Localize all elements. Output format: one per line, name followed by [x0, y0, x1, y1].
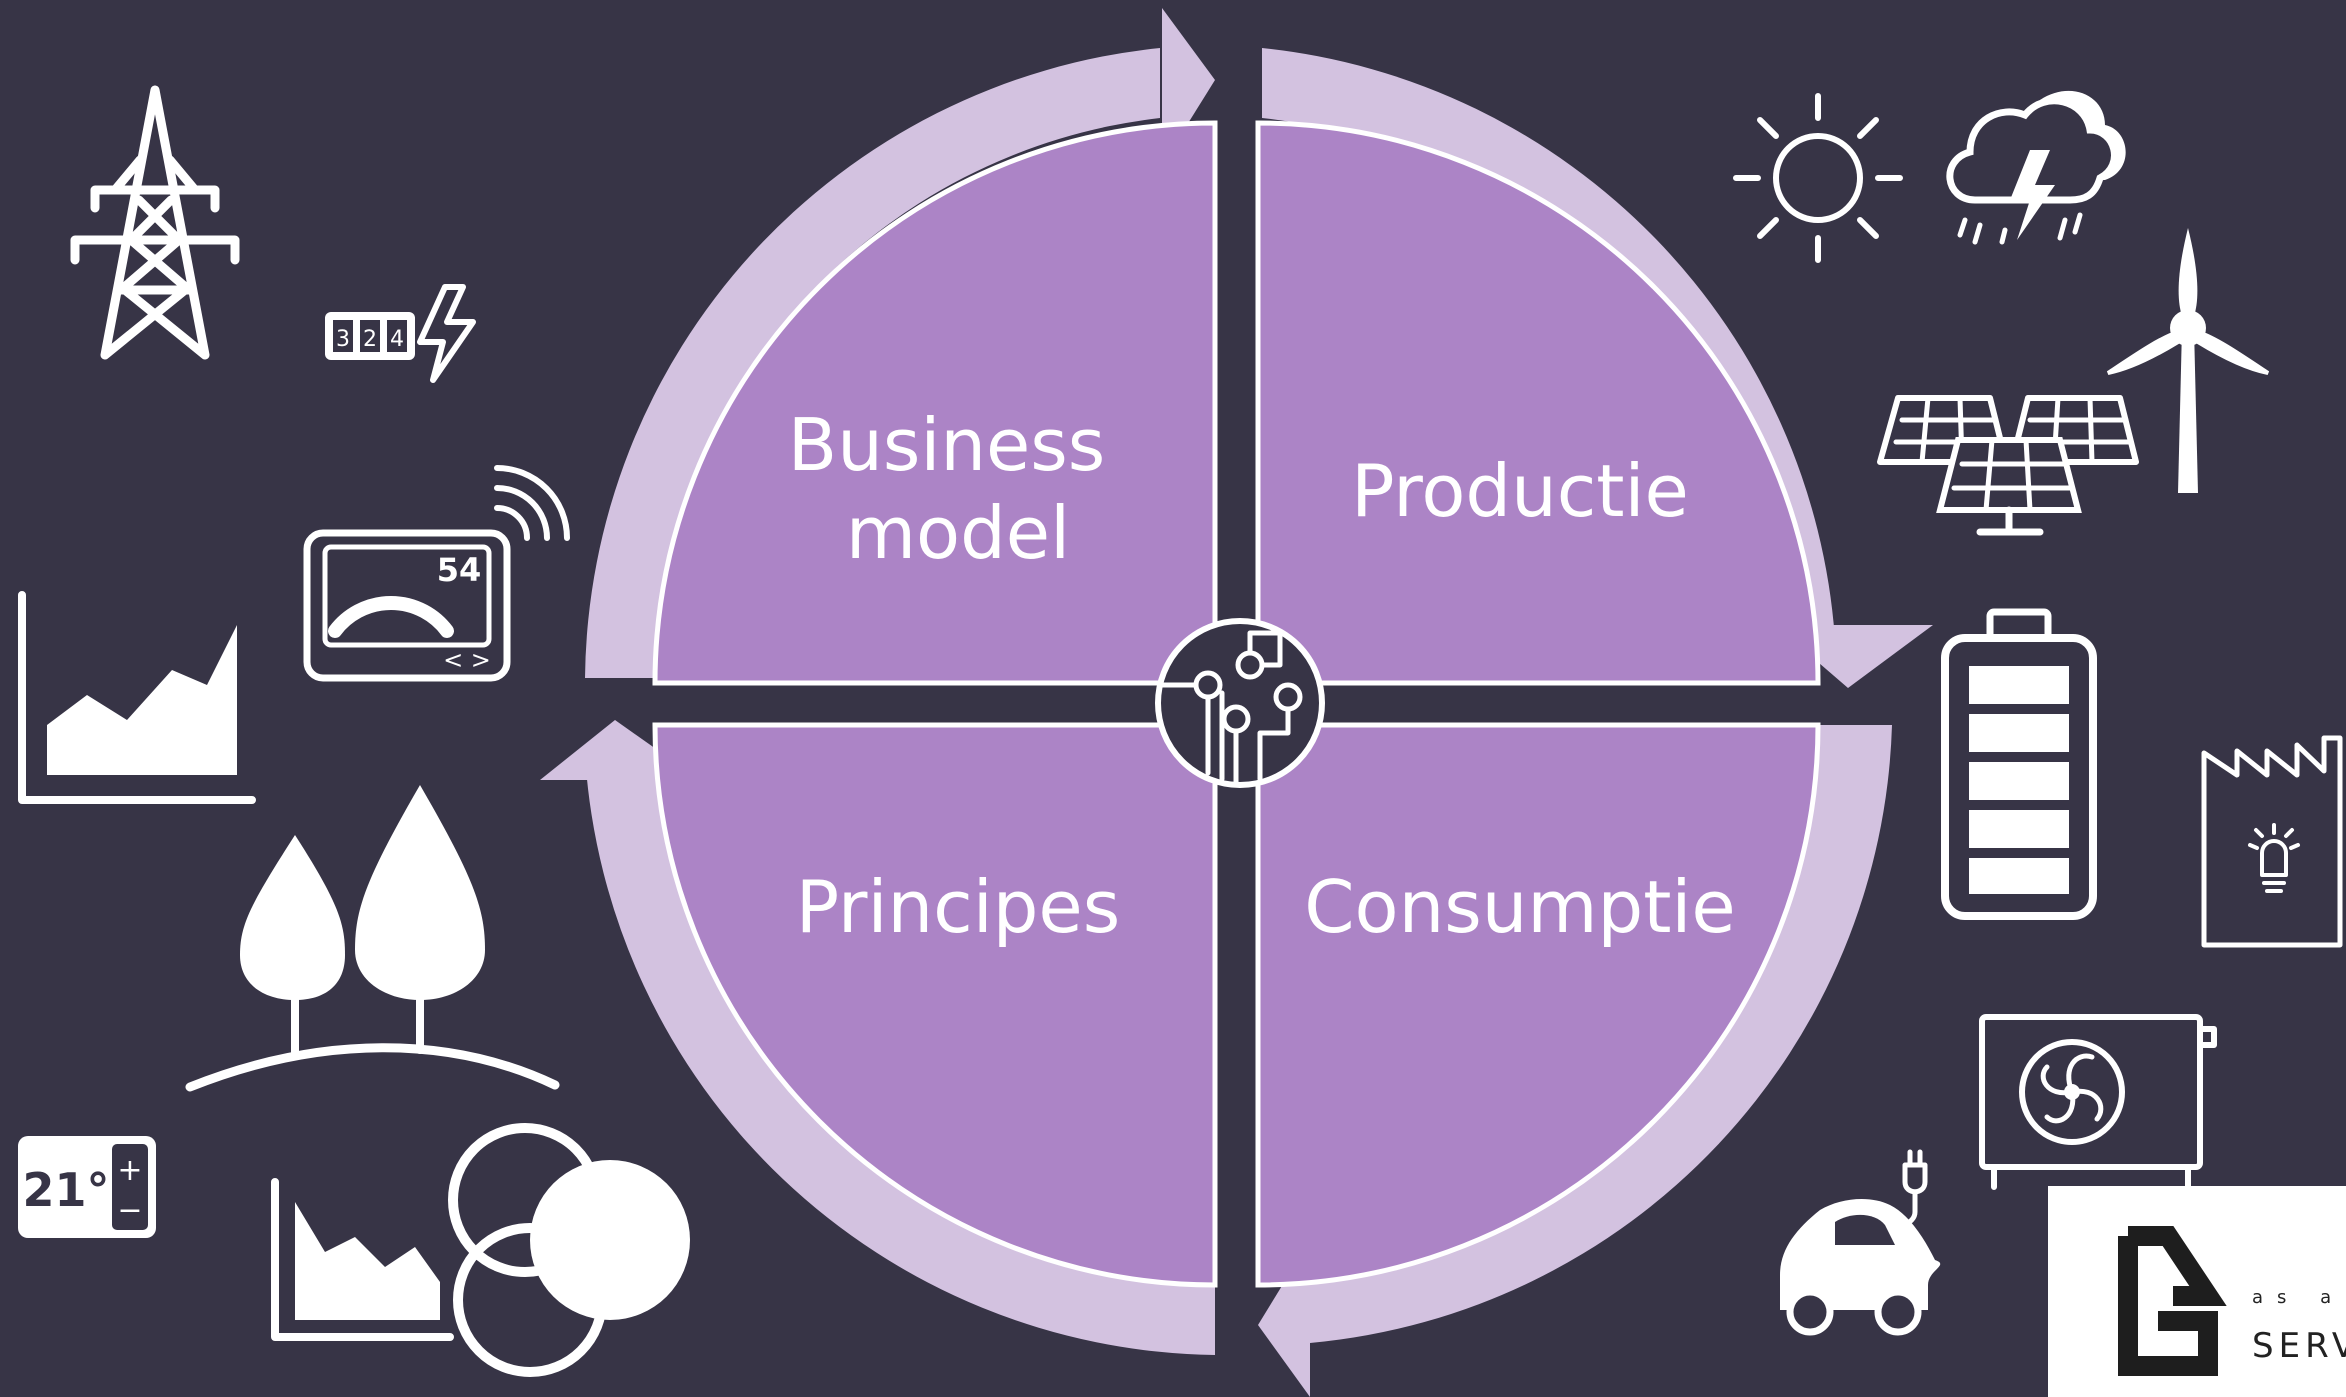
thermostat-plus: + [117, 1153, 142, 1188]
meter-digit-2: 2 [363, 327, 377, 352]
quadrant-consumptie [1255, 722, 1821, 1288]
electric-car-icon [1780, 1149, 1941, 1336]
meter-digit-1: 3 [336, 327, 350, 352]
emissions-chart-icon [271, 1178, 454, 1341]
thermostat-minus: − [117, 1193, 142, 1228]
thermostat-value: 21° [22, 1163, 109, 1217]
smart-meter-nav: < > [443, 646, 491, 674]
solar-panels-icon [1877, 395, 2139, 536]
heat-pump-icon [1979, 1014, 2217, 1190]
label-principes: Principes [796, 865, 1121, 949]
power-pylon-icon [70, 85, 240, 360]
area-chart-icon [18, 591, 256, 804]
storm-cloud-icon [1946, 90, 2126, 245]
label-consumptie: Consumptie [1304, 865, 1735, 949]
circuit-hub-icon [1155, 618, 1325, 788]
logo-tagline: as a [2252, 1287, 2346, 1308]
label-business-model-line1: Business [788, 403, 1106, 487]
label-productie: Productie [1351, 449, 1689, 533]
sun-icon [1733, 93, 1903, 263]
trees-icon [185, 785, 560, 1092]
label-business-model-line2: model [846, 491, 1070, 575]
quadrant-principes [652, 722, 1218, 1288]
wind-turbine-icon [2106, 228, 2270, 493]
logo-badge [2048, 1186, 2346, 1397]
thermostat-icon: 21° + − [18, 1136, 156, 1238]
logo-word: SERV [2252, 1326, 2346, 1366]
circles-icon [448, 1123, 690, 1377]
label-business-model: Business model [788, 403, 1128, 575]
quadrant-productie [1255, 120, 1821, 686]
smart-meter-icon: 54 < > [303, 465, 570, 682]
electricity-meter-icon: 3 2 4 [325, 284, 476, 383]
factory-icon [2201, 735, 2343, 948]
smart-meter-value: 54 [437, 551, 482, 589]
quadrants [652, 120, 1821, 1288]
meter-digit-3: 4 [390, 327, 404, 352]
logo-mark-icon [2118, 1226, 2227, 1376]
quadrant-business-model [652, 120, 1218, 686]
battery-icon [1941, 608, 2097, 920]
